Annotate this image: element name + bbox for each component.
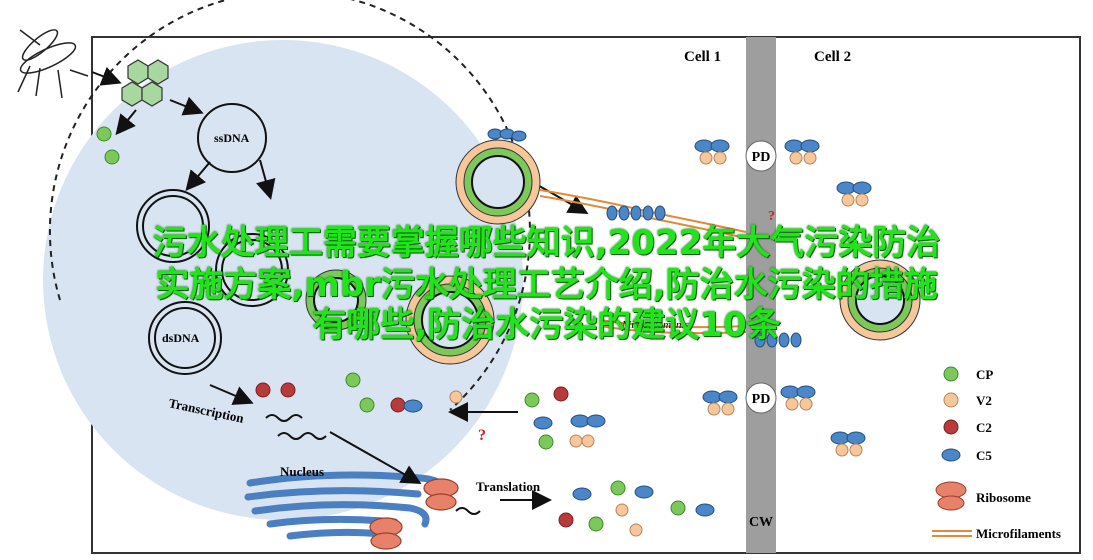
c5-particle bbox=[403, 399, 423, 413]
v2-particle bbox=[569, 434, 583, 448]
dsdna-label: dsDNA bbox=[162, 331, 200, 345]
c5-particle bbox=[586, 414, 606, 428]
nucleus-label: Nucleus bbox=[280, 464, 324, 479]
overlay-text-line-1: 污水处理工需要掌握哪些知识,2022年大气污染防治 bbox=[152, 223, 941, 263]
legend: CP V2 C2 C5 Ribosome Microfilaments bbox=[932, 366, 1061, 541]
c5-particle bbox=[570, 414, 590, 428]
microfilaments-inline-label: Microfilaments bbox=[621, 319, 689, 331]
legend-label-v2: V2 bbox=[976, 393, 992, 408]
virus-aggregate bbox=[405, 275, 495, 365]
c5-particle bbox=[572, 487, 592, 501]
c2-particle bbox=[558, 512, 574, 528]
legend-label-c2: C2 bbox=[976, 420, 992, 435]
cp-particle bbox=[524, 392, 540, 408]
c5-v2-complex bbox=[836, 181, 872, 207]
question-mark: ? bbox=[478, 427, 486, 444]
c5-particle bbox=[634, 485, 654, 499]
pd-marker-bottom bbox=[745, 382, 777, 414]
mrna-strand bbox=[265, 414, 303, 422]
cw-label: CW bbox=[749, 515, 773, 530]
legend-swatch-v2 bbox=[943, 392, 959, 408]
pd-label-bottom: PD bbox=[752, 392, 771, 407]
cp-particle bbox=[588, 516, 604, 532]
overlay-text-line-3: 有哪些,防治水污染的建议10条 bbox=[312, 305, 781, 345]
virus-aggregate bbox=[305, 269, 367, 331]
v2-particle bbox=[615, 503, 629, 517]
legend-swatch-ribosome bbox=[937, 495, 965, 511]
filament-c5-row bbox=[606, 205, 802, 348]
legend-label-microfilaments: Microfilaments bbox=[976, 526, 1061, 541]
cell-wall bbox=[746, 37, 776, 553]
dna-rings bbox=[136, 103, 289, 375]
v2-particle bbox=[449, 390, 463, 404]
legend-swatch-c2 bbox=[943, 419, 959, 435]
cp-particle bbox=[359, 397, 375, 413]
mrna-strand bbox=[277, 432, 327, 440]
virus-aggregate bbox=[455, 128, 541, 225]
pd-label-top: PD bbox=[752, 150, 771, 165]
legend-label-cp: CP bbox=[976, 367, 993, 382]
c5-v2-complex bbox=[702, 390, 738, 416]
translation-label: Translation bbox=[476, 479, 541, 494]
virion-cluster-icon bbox=[121, 59, 169, 107]
legend-swatch-cp bbox=[943, 366, 959, 382]
overlay-text-line-2: 实施方案,mbr污水处理工艺介绍,防治水污染的措施 bbox=[155, 265, 938, 305]
cp-particle bbox=[104, 149, 120, 165]
mrna-strand bbox=[455, 507, 481, 515]
cp-particle bbox=[345, 372, 361, 388]
c5-v2-complex bbox=[694, 139, 730, 165]
c5-v2-complex bbox=[830, 431, 866, 457]
legend-swatch-c5 bbox=[941, 448, 961, 462]
c5-v2-complex bbox=[780, 385, 816, 411]
cp-particle bbox=[610, 480, 626, 496]
c5-particle bbox=[695, 503, 715, 517]
legend-label-c5: C5 bbox=[976, 448, 992, 463]
question-mark-wall: ? bbox=[768, 209, 775, 224]
c5-v2-complex bbox=[784, 139, 820, 165]
v2-particle bbox=[581, 434, 595, 448]
cell1-label: Cell 1 bbox=[684, 49, 721, 65]
ribosome bbox=[369, 478, 459, 550]
cp-particle bbox=[538, 434, 554, 450]
virus-aggregate bbox=[839, 259, 921, 341]
c2-particle bbox=[553, 386, 569, 402]
c5-particle bbox=[533, 416, 553, 430]
cell2-label: Cell 2 bbox=[814, 49, 851, 65]
legend-swatch-microfilaments bbox=[932, 530, 972, 537]
v2-particle bbox=[629, 523, 643, 537]
c2-particle bbox=[255, 382, 271, 398]
legend-label-ribosome: Ribosome bbox=[976, 490, 1031, 505]
c2-particle bbox=[390, 397, 406, 413]
insect-vector-icon bbox=[17, 29, 89, 99]
cp-particle bbox=[670, 500, 686, 516]
ssdna-label: ssDNA bbox=[214, 131, 250, 145]
cp-particle bbox=[96, 126, 112, 142]
pd-marker-top bbox=[745, 140, 777, 172]
c2-particle bbox=[280, 382, 296, 398]
